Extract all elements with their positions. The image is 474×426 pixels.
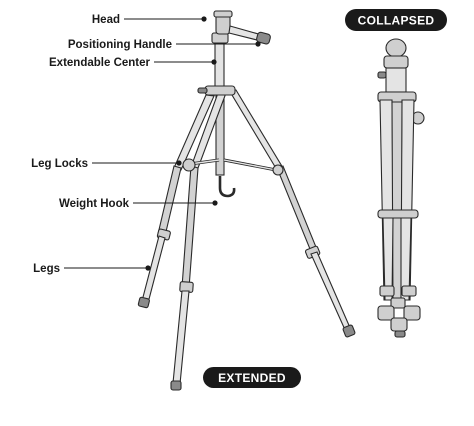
label-weight-hook: Weight Hook	[59, 198, 218, 210]
leg-braces	[189, 158, 277, 172]
label-positioning-handle: Positioning Handle	[68, 39, 261, 51]
leg-lock-knob	[182, 158, 196, 172]
front-leg	[170, 92, 227, 391]
label-legs: Legs	[33, 263, 151, 275]
label-leg-locks: Leg Locks	[31, 158, 182, 170]
left-leg	[137, 94, 215, 309]
weight-hook-label: Weight Hook	[59, 198, 130, 210]
legs-label: Legs	[33, 263, 60, 275]
positioning-handle-label: Positioning Handle	[68, 39, 172, 51]
crown-crank	[197, 87, 208, 94]
label-extendable-center: Extendable Center	[49, 57, 217, 69]
extended-badge: EXTENDED	[203, 367, 301, 388]
weight-hook-shape	[218, 176, 236, 198]
leg-locks-label: Leg Locks	[31, 158, 88, 170]
collapsed-tripod	[377, 38, 425, 338]
pan-head	[211, 10, 271, 45]
extended-tripod	[137, 10, 356, 391]
tripod-crown	[204, 85, 236, 96]
extendable-center-label: Extendable Center	[49, 57, 150, 69]
rear-leg	[228, 89, 356, 338]
head-label: Head	[92, 14, 120, 26]
label-head: Head	[92, 14, 207, 26]
collapsed-badge-label: COLLAPSED	[358, 14, 435, 28]
extended-badge-label: EXTENDED	[218, 371, 286, 385]
leg-lock-knob	[272, 164, 284, 176]
collapsed-badge: COLLAPSED	[345, 9, 447, 31]
